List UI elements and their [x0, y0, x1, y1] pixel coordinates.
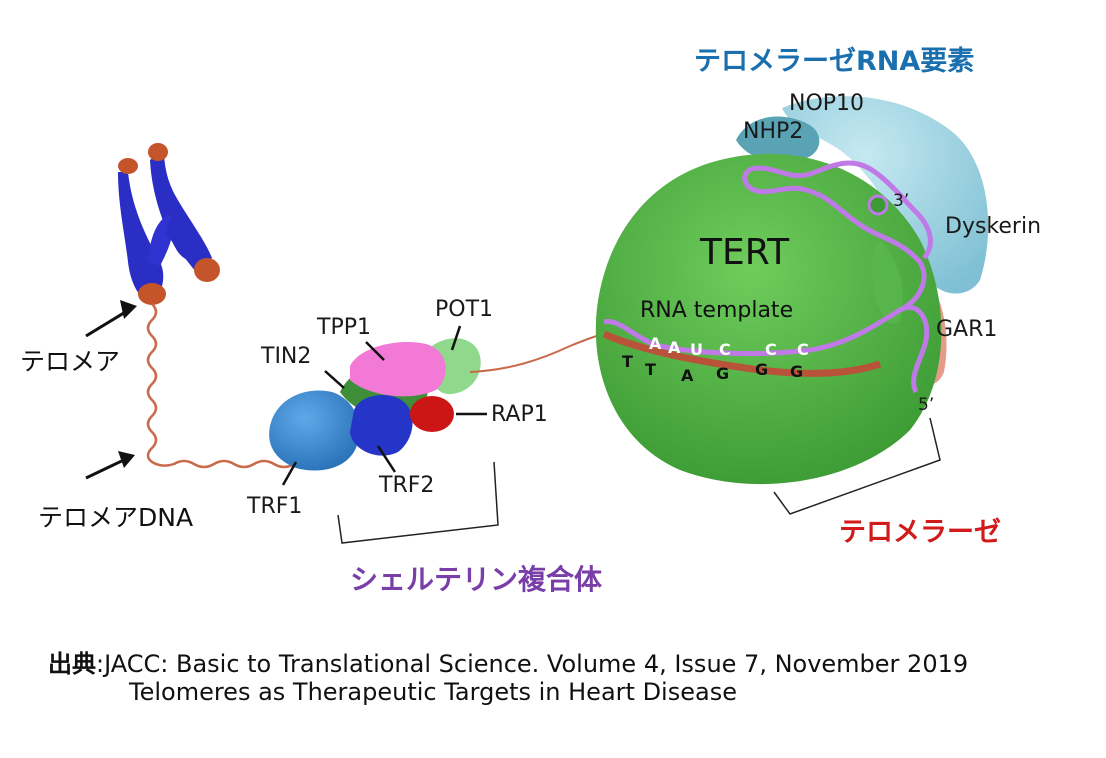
dna-base: G: [755, 360, 769, 379]
nop10-dyskerin-shape: [782, 96, 989, 294]
telomere-cap-bottom-right: [194, 258, 220, 282]
citation-journal: JACC: Basic to Translational Science. Vo…: [104, 650, 969, 678]
telomere-cap-bottom-left: [138, 283, 166, 305]
trf1-shape: [269, 390, 359, 471]
shelterin-title: シェルテリン複合体: [350, 563, 603, 596]
telomere-cap-top-left: [118, 158, 138, 174]
citation-line-1: 出典:JACC: Basic to Translational Science.…: [48, 644, 968, 679]
label-tin2: TIN2: [261, 344, 312, 369]
label-rna-template: RNA template: [640, 298, 794, 323]
citation-line-2: Telomeres as Therapeutic Targets in Hear…: [129, 678, 737, 706]
chromosome: [118, 143, 220, 305]
leader-lines: [281, 325, 487, 486]
rna-base: C: [765, 340, 777, 359]
label-rap1: RAP1: [491, 402, 548, 427]
dna-strand-template: [602, 330, 882, 377]
dna-base: T: [645, 360, 656, 379]
shelterin-complex: [269, 333, 605, 471]
label-nop10: NOP10: [789, 91, 865, 116]
rap1-shape: [410, 396, 454, 432]
label-nhp2: NHP2: [743, 119, 804, 144]
label-tpp1: TPP1: [317, 315, 371, 340]
label-tert: TERT: [700, 232, 790, 273]
rna-base: C: [719, 340, 731, 359]
telomerase-rna-element-title: テロメラーゼRNA要素: [694, 46, 975, 77]
label-telomere: テロメア: [20, 347, 121, 376]
nhp2-shape: [736, 116, 820, 162]
label-dyskerin: Dyskerin: [945, 214, 1042, 239]
label-pot1: POT1: [435, 297, 494, 322]
rna-loop-node: [867, 194, 889, 216]
citation-prefix: 出典: [48, 650, 96, 678]
citation-separator: :: [96, 650, 105, 678]
dna-base: A: [681, 366, 694, 385]
telomerase-rna-strand: [603, 160, 933, 394]
label-5-prime: 5’: [918, 395, 935, 415]
bracket-lines: [337, 417, 941, 544]
arrows: [85, 300, 137, 480]
rna-base: C: [797, 340, 809, 359]
rna-base: A: [668, 338, 681, 357]
label-trf1: TRF1: [247, 494, 303, 519]
label-gar1: GAR1: [936, 317, 998, 342]
dna-base: T: [622, 352, 633, 371]
telomere-dna-strand: [146, 303, 315, 469]
trf2-shape: [350, 395, 413, 456]
label-trf2: TRF2: [379, 473, 435, 498]
tpp1-shape: [350, 342, 446, 397]
telomere-cap-top-right: [148, 143, 168, 161]
label-3-prime: 3’: [893, 191, 910, 211]
rna-base: A: [649, 334, 662, 353]
dna-base: G: [716, 364, 730, 383]
label-telomere-dna: テロメアDNA: [38, 503, 194, 532]
tert-shape: [595, 153, 942, 485]
telomerase-title: テロメラーゼ: [839, 517, 1001, 548]
rna-base: U: [690, 340, 703, 359]
dna-base: G: [790, 362, 804, 381]
